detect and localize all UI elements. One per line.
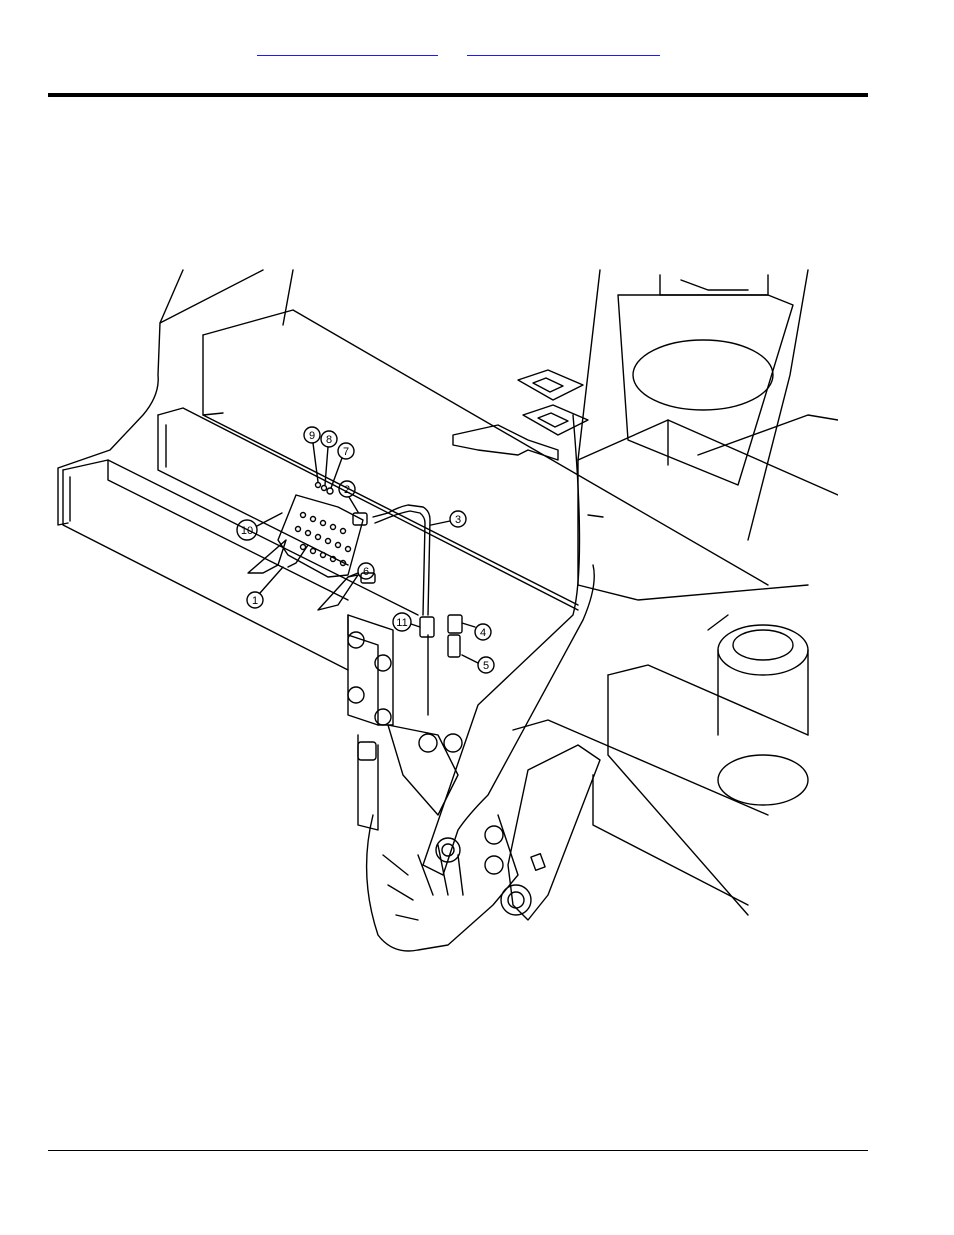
cross-tube xyxy=(578,415,838,600)
pivot-cylinder xyxy=(708,615,808,805)
svg-text:5: 5 xyxy=(483,660,489,672)
callout-11: 11 xyxy=(393,613,420,631)
svg-text:9: 9 xyxy=(309,430,315,442)
lower-tube xyxy=(63,408,578,670)
side-plate xyxy=(501,745,600,920)
parts-diagram: 1 2 3 4 5 6 7 8 9 10 xyxy=(48,255,838,965)
svg-text:1: 1 xyxy=(252,595,258,607)
sweep-shank xyxy=(367,725,518,951)
callout-4: 4 xyxy=(462,623,491,640)
svg-text:7: 7 xyxy=(343,446,349,458)
adjustment-plate xyxy=(248,495,363,610)
lower-right-beam xyxy=(513,665,808,915)
header-rule xyxy=(48,93,868,97)
svg-text:4: 4 xyxy=(480,627,486,639)
svg-text:2: 2 xyxy=(344,484,350,496)
header-link-left[interactable] xyxy=(257,41,438,56)
mount-bracket xyxy=(348,615,393,830)
svg-text:3: 3 xyxy=(455,514,461,526)
svg-text:11: 11 xyxy=(396,617,407,629)
svg-text:10: 10 xyxy=(241,525,253,537)
svg-text:6: 6 xyxy=(363,566,369,578)
header-link-right[interactable] xyxy=(467,41,660,56)
right-upright xyxy=(578,270,808,540)
callout-3: 3 xyxy=(431,511,466,527)
callout-5: 5 xyxy=(462,655,494,673)
frame-upper-left xyxy=(58,270,293,525)
main-beam xyxy=(203,310,768,605)
svg-text:8: 8 xyxy=(326,434,332,446)
footer-rule xyxy=(48,1150,868,1151)
